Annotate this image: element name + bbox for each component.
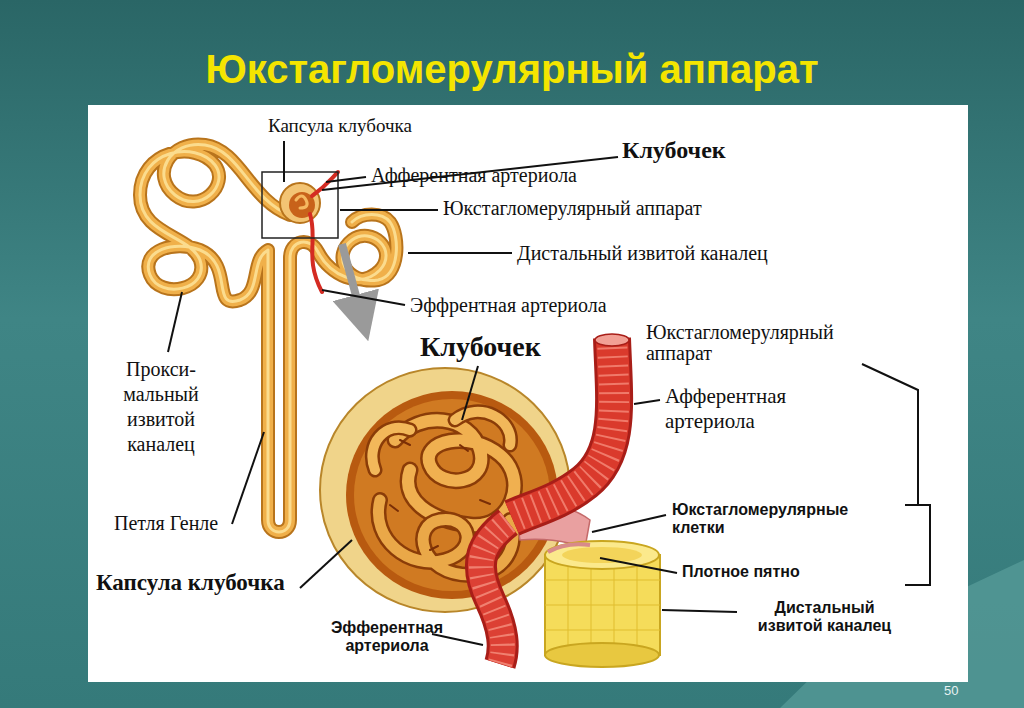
part-label: Прокси- мальный извитой каналец — [102, 357, 220, 457]
part-label: Юкстагломерулярный аппарат — [646, 322, 881, 364]
part-label: Юкстагломерулярные клетки — [672, 501, 887, 538]
slide-title: Юкстагломерулярный аппарат — [0, 46, 1024, 92]
part-label: Плотное пятно — [682, 563, 882, 581]
zoom-arrow — [342, 244, 362, 318]
part-label: Капсула клубочка — [96, 570, 396, 596]
part-label: Капсула клубочка — [268, 115, 498, 137]
part-label: Клубочек — [420, 331, 620, 363]
page-number: 50 — [944, 684, 1004, 699]
glomerulus-drawing — [320, 334, 660, 667]
part-label: Юкстагломерулярный аппарат — [443, 197, 863, 220]
part-label: Афферентная артериола — [665, 384, 860, 434]
part-label: Клубочек — [622, 137, 822, 165]
part-label: Петля Генле — [114, 512, 274, 535]
part-label: Эфферентная артериола — [312, 619, 462, 656]
part-label: Афферентная артериола — [371, 164, 701, 187]
leader-lines — [168, 141, 930, 645]
content-panel — [88, 105, 968, 682]
part-label: Дистальный извитой каналец — [742, 599, 907, 636]
part-label: Дистальный извитой каналец — [517, 242, 937, 265]
part-label: Эффрентная артериола — [410, 294, 730, 317]
